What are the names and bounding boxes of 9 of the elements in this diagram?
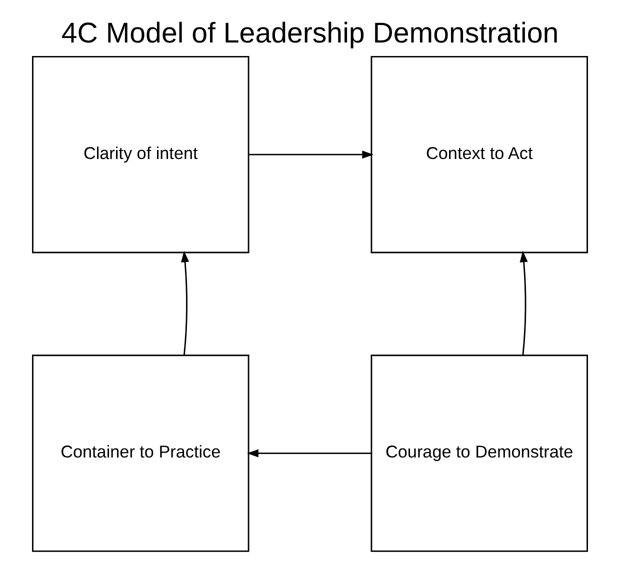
arrow <box>520 250 528 356</box>
node-box: Container to Practice <box>32 354 250 552</box>
arrow <box>249 150 374 159</box>
diagram-title: 4C Model of Leadership Demonstration <box>61 17 559 50</box>
arrow <box>181 250 190 356</box>
node-box: Courage to Demonstrate <box>370 354 588 552</box>
node-box: Clarity of intent <box>32 56 250 254</box>
node-box: Context to Act <box>370 56 588 254</box>
arrow <box>246 449 372 458</box>
